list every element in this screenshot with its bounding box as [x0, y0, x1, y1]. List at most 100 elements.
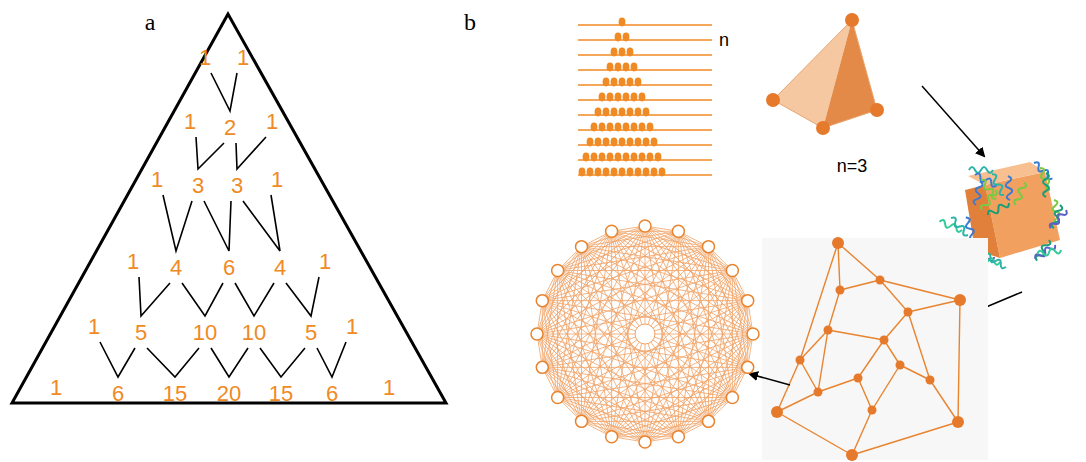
graph-node: [824, 326, 833, 335]
pascal-number: 1: [237, 47, 249, 69]
graph-edge: [884, 312, 908, 340]
graph-node: [904, 308, 913, 317]
dot: [627, 78, 634, 87]
graph-edge: [818, 330, 828, 392]
complete-edge: [558, 231, 612, 397]
pascal-number: 15: [163, 383, 187, 405]
graph-edge: [958, 300, 960, 422]
complete-node: [606, 431, 618, 443]
graph-node: [868, 406, 877, 415]
dot: [651, 138, 658, 147]
graph-edge: [908, 312, 930, 380]
complete-graph: [531, 220, 759, 448]
dot: [615, 63, 622, 72]
chevron: [260, 348, 305, 377]
center-hole: [635, 324, 655, 344]
dot: [619, 138, 626, 147]
complete-edge: [612, 231, 679, 436]
dot: [639, 123, 646, 132]
complete-node: [531, 328, 543, 340]
row-line: [578, 39, 712, 41]
complete-node: [702, 241, 714, 253]
complete-node: [672, 225, 684, 237]
complete-edge: [582, 247, 733, 398]
row-line: [578, 129, 712, 131]
complete-edge: [582, 247, 645, 442]
pascal-number: 3: [192, 175, 204, 197]
complete-edge: [645, 334, 753, 442]
complete-edge: [537, 247, 582, 334]
helix: [989, 173, 1006, 197]
complete-edge: [537, 231, 612, 334]
pascal-number: 1: [88, 316, 100, 338]
complete-edge: [542, 231, 611, 300]
complete-node: [742, 361, 754, 373]
complete-edge: [542, 231, 611, 367]
pascal-triangle-outline: [12, 14, 446, 403]
pascal-number: 4: [274, 257, 286, 279]
dot: [615, 153, 622, 162]
dot: [619, 78, 626, 87]
complete-edge: [542, 247, 581, 301]
dot: [643, 138, 650, 147]
flow-arrow: [922, 86, 984, 156]
dot: [603, 108, 610, 117]
helix: [980, 189, 999, 212]
pascal-number: 1: [271, 169, 283, 191]
pascal-number: 10: [193, 322, 217, 344]
flow-arrow: [750, 374, 790, 385]
chevron: [243, 195, 280, 251]
graph-node: [854, 374, 863, 383]
graph-edge: [858, 378, 872, 410]
dot: [651, 168, 658, 177]
dot: [635, 78, 642, 87]
graph-edge: [880, 280, 960, 300]
pascal-number: 1: [184, 111, 196, 133]
dot: [623, 63, 630, 72]
graph-edge: [930, 380, 958, 422]
chevron: [211, 348, 248, 377]
pascal-number: 3: [231, 175, 243, 197]
complete-edge: [542, 367, 611, 436]
graph-edge: [818, 378, 858, 392]
complete-edge: [582, 421, 645, 442]
dot: [611, 78, 618, 87]
graph-panel: [762, 238, 988, 460]
complete-edge: [645, 226, 753, 334]
graph-edge: [838, 243, 840, 290]
graph-edge: [777, 412, 852, 455]
graph-edge: [828, 330, 884, 340]
chevron: [139, 277, 170, 316]
pascal-chevrons: [100, 73, 346, 377]
dot: [611, 168, 618, 177]
complete-edge: [612, 231, 753, 334]
chevron: [235, 283, 274, 316]
row-label: n: [719, 31, 729, 49]
dot: [599, 153, 606, 162]
dot: [659, 168, 666, 177]
complete-edge: [537, 334, 645, 442]
dot: [619, 168, 626, 177]
pascal-number: 6: [112, 383, 124, 405]
helix: [973, 181, 983, 206]
graph-node: [846, 449, 858, 461]
complete-node: [606, 225, 618, 237]
graph-node: [952, 416, 964, 428]
chevron: [204, 201, 231, 251]
dot: [611, 48, 618, 57]
pascal-number: 2: [224, 117, 236, 139]
chevron: [196, 137, 224, 169]
complete-edge: [557, 271, 558, 398]
dot: [623, 33, 630, 42]
pascal-number: 1: [199, 47, 211, 69]
panel-letter: a: [145, 10, 156, 34]
graph-node: [876, 276, 885, 285]
chevron: [211, 73, 237, 111]
complete-node: [742, 295, 754, 307]
graph-edge: [852, 410, 872, 455]
dot: [579, 168, 586, 177]
dot: [619, 108, 626, 117]
dot: [603, 138, 610, 147]
graph-edge: [852, 422, 958, 455]
